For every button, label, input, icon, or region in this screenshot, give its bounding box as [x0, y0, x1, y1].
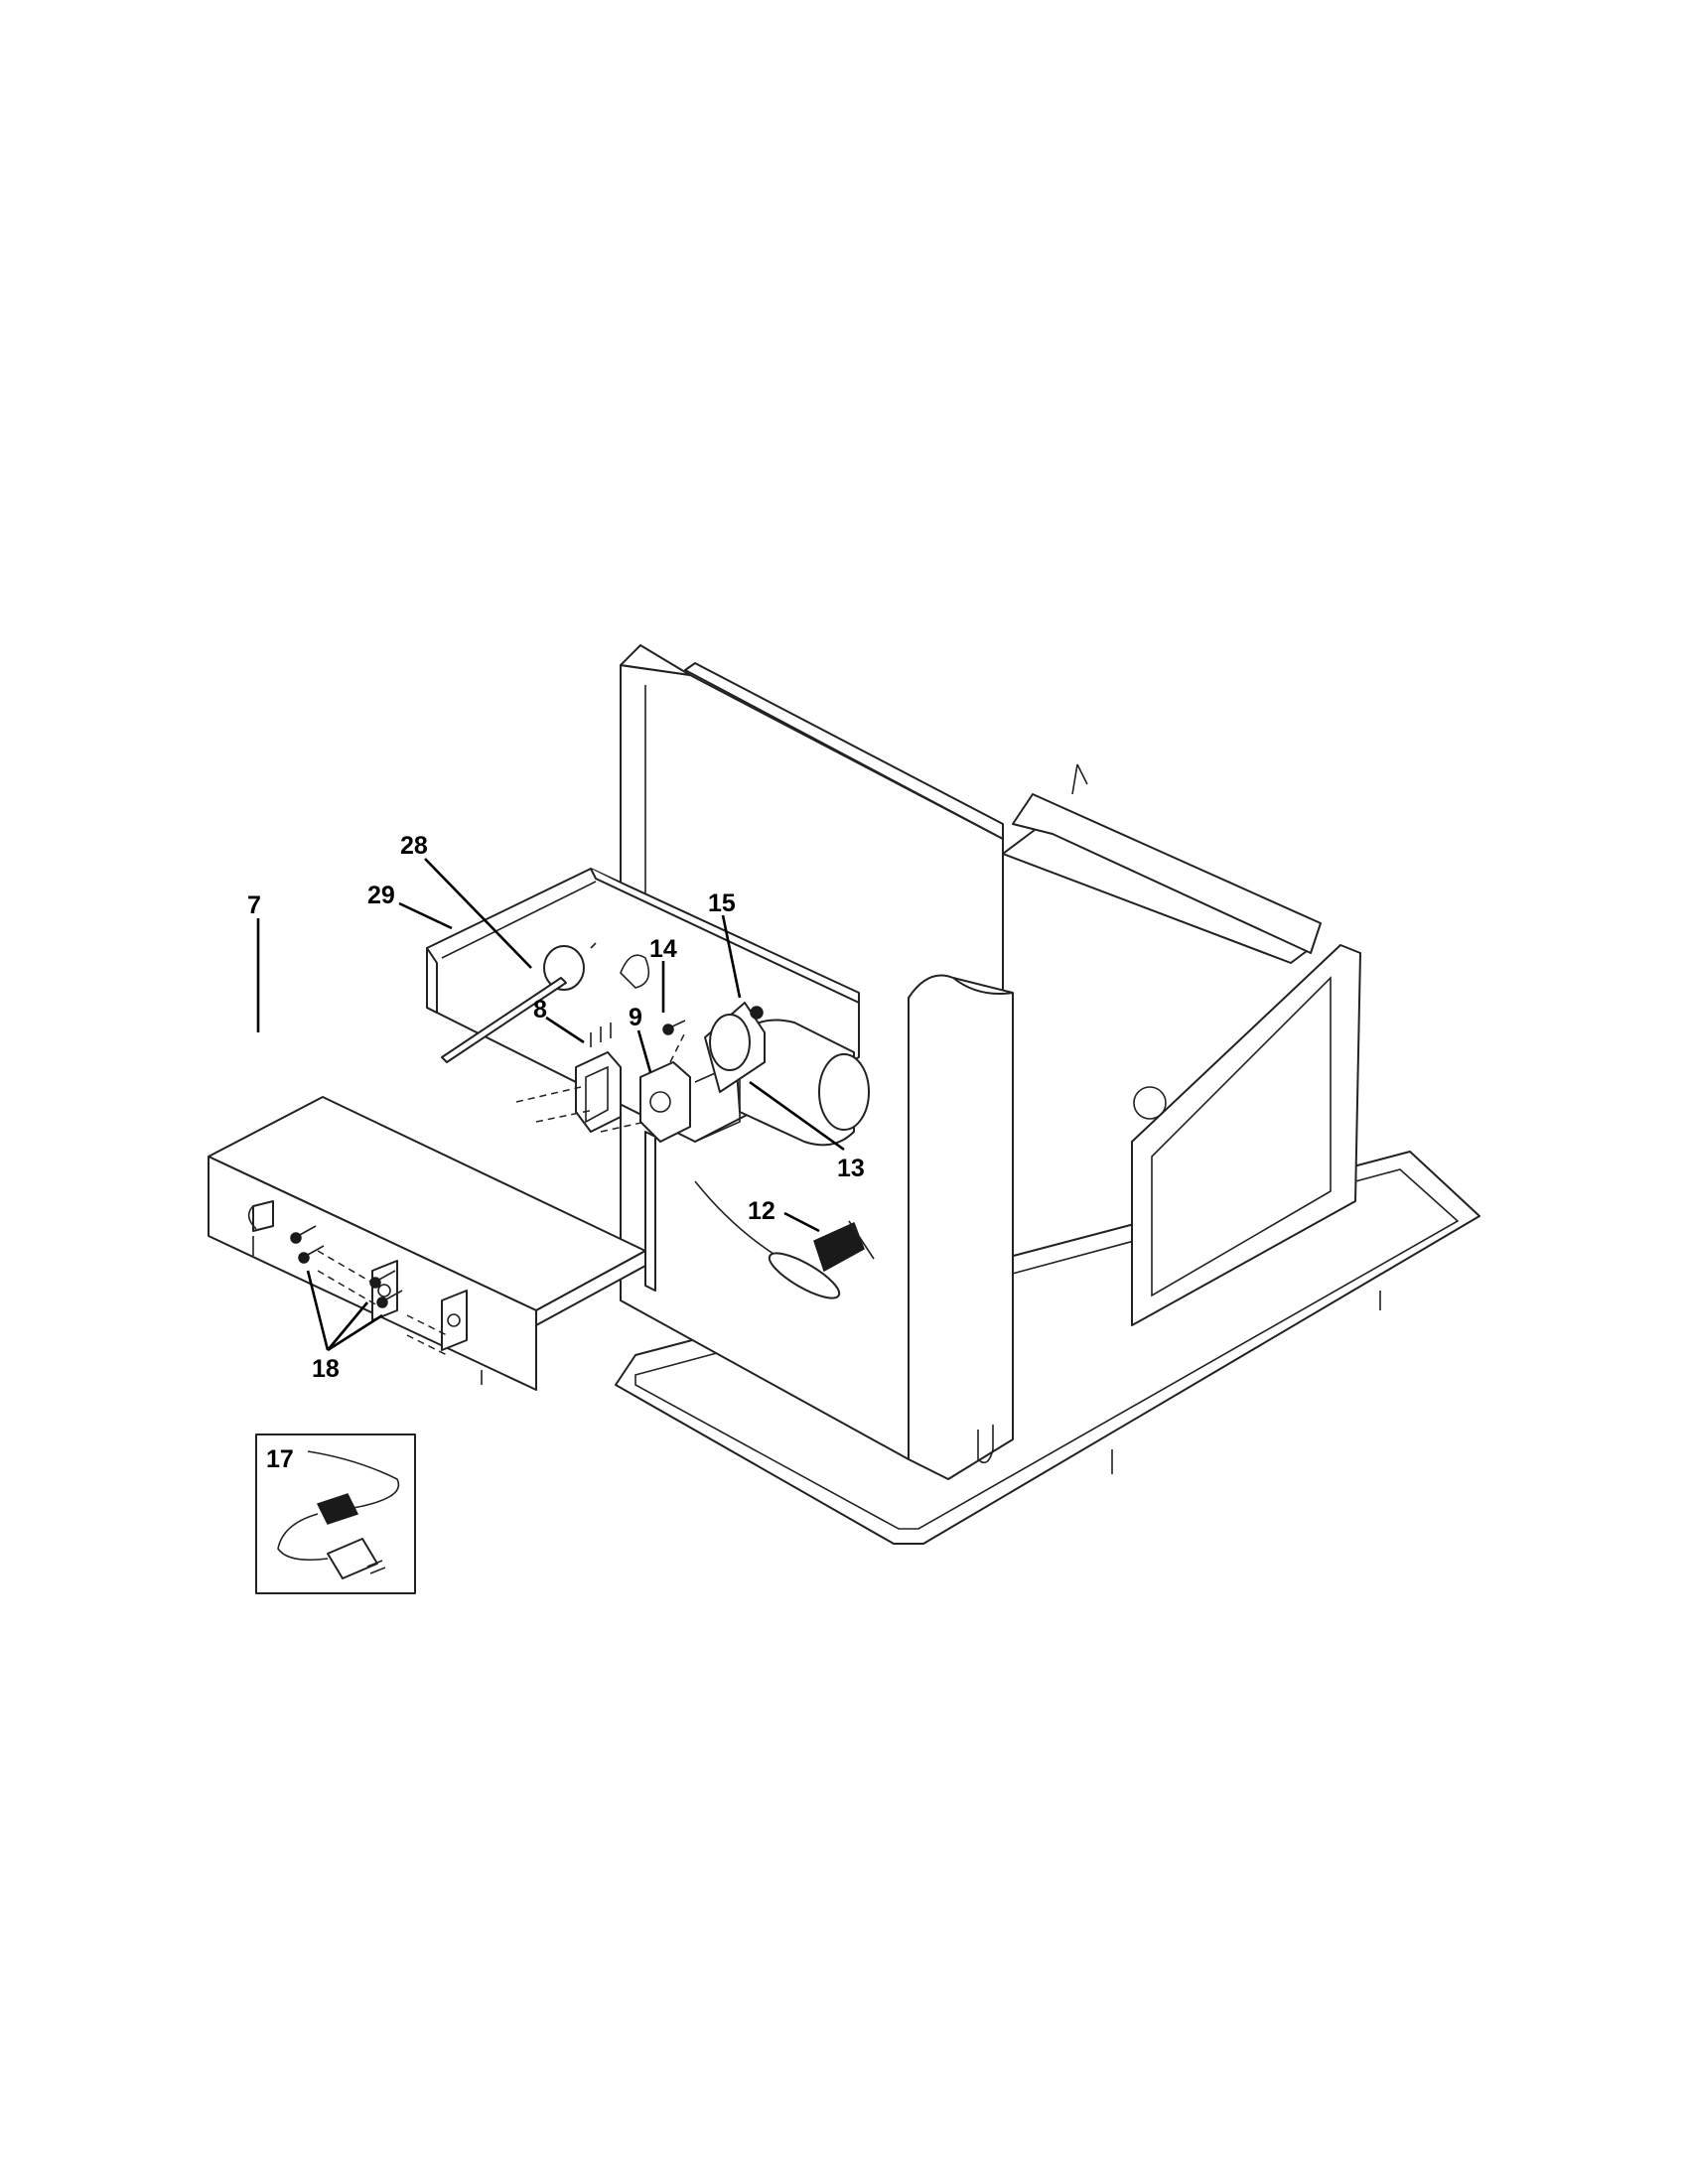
callout-13: 13	[837, 1155, 865, 1182]
callout-29: 29	[367, 882, 395, 909]
thermostat-9	[639, 1061, 691, 1292]
callout-18: 18	[312, 1355, 340, 1383]
explode-lines	[317, 1031, 686, 1356]
callout-17: 17	[266, 1445, 294, 1473]
leader-lines	[256, 858, 845, 1352]
screws	[290, 1020, 686, 1308]
callout-12: 12	[748, 1197, 775, 1225]
shaft	[441, 942, 597, 1063]
front-cover	[208, 1096, 646, 1391]
sensor-bulb	[694, 1180, 875, 1299]
callout-9: 9	[629, 1004, 642, 1031]
callout-15: 15	[708, 889, 736, 917]
front-upright-post	[908, 974, 1014, 1480]
callout-14: 14	[649, 935, 677, 963]
motor	[704, 1002, 766, 1093]
callout-7: 7	[247, 891, 261, 919]
right-chassis-frame	[1002, 763, 1361, 1326]
callout-labels: 7 28 29 15 14 8 9 13 12 18 17	[247, 832, 865, 1473]
callout-8: 8	[533, 996, 547, 1024]
power-cord-inset	[255, 1433, 416, 1594]
callout-28: 28	[400, 832, 428, 860]
